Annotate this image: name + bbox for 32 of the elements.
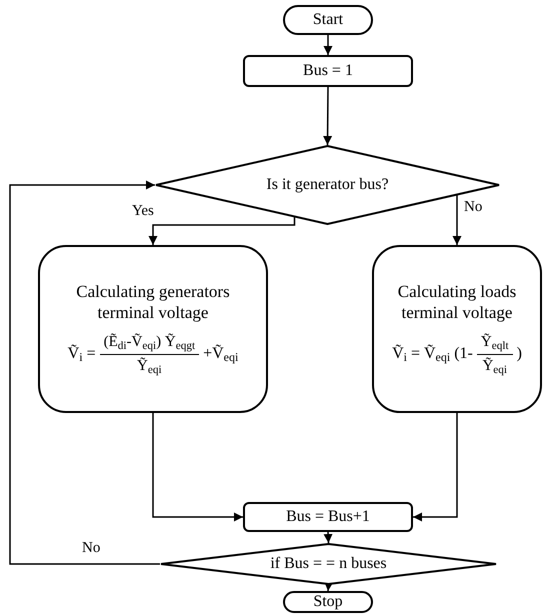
formula-term: ): [516, 344, 522, 364]
box-heading: Calculating generators terminal voltage: [75, 280, 231, 324]
node-label: if Bus = = n buses: [270, 554, 387, 574]
fraction-numerator: (Ẽ$_{di}$-Ṽ$_{eqi}$) Ỹ$_{eqgt}$: [100, 331, 200, 355]
box-heading: Calculating loads terminal voltage: [396, 280, 518, 324]
arrow: [148, 217, 296, 245]
fraction-denominator: Ỹ$_{eqi}$: [482, 356, 508, 378]
arrow: [152, 413, 243, 522]
arrow: [452, 194, 462, 245]
formula-term: Ṽ$_{i}$ =: [68, 344, 96, 366]
arrow: [413, 413, 458, 522]
arrow: [9, 180, 160, 565]
terminal-box: [283, 5, 373, 35]
terminal-box: [283, 591, 373, 613]
node-label: Is it generator bus?: [266, 175, 389, 195]
node-label: Bus = 1: [303, 61, 353, 81]
process-box: [38, 245, 268, 413]
fraction-numerator: Ỹ$_{eqlt}$: [476, 331, 513, 355]
formula-term: Ṽ$_{i}$ = Ṽ$_{eqi}$ (1-: [392, 344, 473, 366]
node-label: Stop: [313, 592, 343, 612]
node-label: Bus = Bus+1: [286, 507, 370, 527]
formula-term: +Ṽ$_{eqi}$: [203, 344, 238, 366]
fraction-denominator: Ỹ$_{eqi}$: [137, 356, 162, 378]
process-box: [372, 245, 542, 413]
decision-diamond: [155, 145, 500, 225]
arrow: [324, 35, 332, 55]
process-box: [243, 502, 413, 532]
decision-diamond: [160, 543, 497, 585]
arrow: [324, 532, 333, 544]
arrow: [323, 87, 332, 145]
node-label: Start: [312, 10, 344, 30]
process-box: [243, 55, 413, 87]
